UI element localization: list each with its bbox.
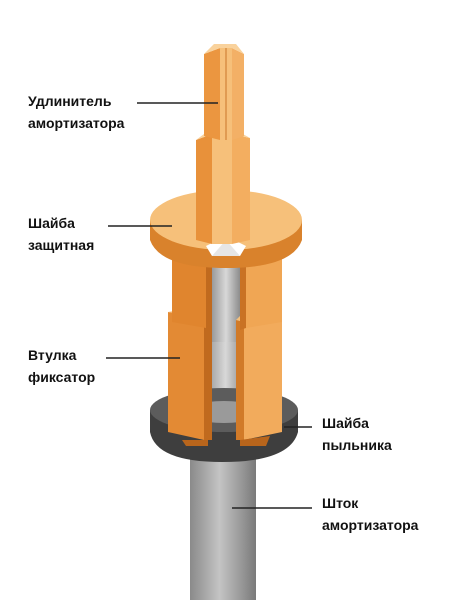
extender-mid-right [232,134,250,244]
label-protective-washer: Шайба защитная [28,212,94,256]
upper-body-right [246,258,282,328]
label-protective-washer-line2: защитная [28,237,95,253]
label-dust-washer: Шайба пыльника [322,412,392,456]
label-dust-washer-line1: Шайба [322,415,369,431]
label-retainer-bushing: Втулка фиксатор [28,344,95,388]
label-retainer-bushing-line1: Втулка [28,347,77,363]
label-rod: Шток амортизатора [322,492,418,536]
rod-thread-tip [212,262,240,342]
upper-body-edge-right [240,260,246,330]
extender-top-right [232,48,244,140]
label-rod-line1: Шток [322,495,359,511]
bushing-left-face [168,312,204,440]
leader-lines [106,102,312,509]
extender-top-left [204,48,220,140]
extender-mid-left [196,134,212,244]
label-protective-washer-line1: Шайба [28,215,75,231]
extender-mid-front [212,134,232,244]
upper-body-edge-left [206,260,212,330]
label-extender-line2: амортизатора [28,115,125,131]
bushing-base-right [240,436,270,446]
bushing-right-edge [236,320,244,440]
label-extender-line1: Удлинитель [28,93,112,109]
label-retainer-bushing-line2: фиксатор [28,369,96,385]
upper-body-part [172,258,282,330]
rod-tip-visible [212,240,240,256]
extender-top-cap [204,44,244,54]
bushing-left-edge [204,316,212,440]
extender-part [196,44,250,244]
label-rod-line2: амортизатора [322,517,419,533]
label-dust-washer-line2: пыльника [322,437,392,453]
upper-body-left [172,258,206,328]
bushing-base-left [182,440,208,446]
bushing-right-face [244,316,282,440]
rod-lower-body [190,438,256,600]
label-extender: Удлинитель амортизатора [28,90,124,134]
